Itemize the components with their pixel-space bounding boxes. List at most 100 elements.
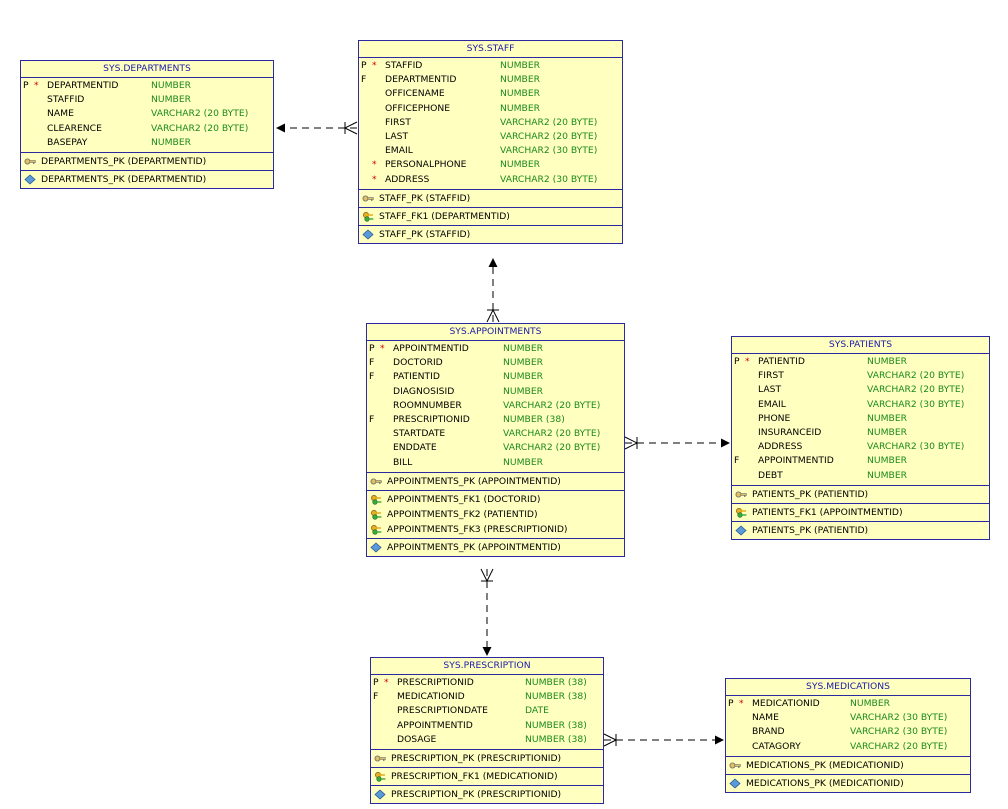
column-type: VARCHAR2 (30 BYTE) (867, 441, 965, 453)
required-marker: * (745, 356, 750, 367)
foreign-key-item[interactable]: APPOINTMENTS_FK1 (DOCTORID) (367, 492, 624, 507)
constraint-label: PATIENTS_PK (PATIENTID) (752, 488, 869, 500)
entity-title: SYS.STAFF (359, 41, 622, 58)
required-marker: * (739, 698, 744, 709)
index-item[interactable]: APPOINTMENTS_PK (APPOINTMENTID) (367, 540, 624, 555)
column-type: NUMBER (38) (525, 691, 587, 703)
primary-key-item[interactable]: APPOINTMENTS_PK (APPOINTMENTID) (367, 474, 624, 489)
primary-key-item[interactable]: STAFF_PK (STAFFID) (359, 191, 622, 206)
column-name: DIAGNOSISID (393, 385, 455, 397)
column-row[interactable]: ADDRESS VARCHAR2 (30 BYTE) (732, 440, 989, 454)
foreign-key-icon (363, 211, 374, 222)
primary-key-item[interactable]: PATIENTS_PK (PATIENTID) (732, 487, 989, 502)
foreign-key-item[interactable]: APPOINTMENTS_FK2 (PATIENTID) (367, 507, 624, 522)
foreign-key-item[interactable]: PATIENTS_FK1 (APPOINTMENTID) (732, 505, 989, 520)
foreign-key-item[interactable]: STAFF_FK1 (DEPARTMENTID) (359, 209, 622, 224)
column-type: NUMBER (503, 371, 544, 383)
foreign-key-section: STAFF_FK1 (DEPARTMENTID) (359, 208, 622, 226)
column-type: VARCHAR2 (20 BYTE) (503, 399, 601, 411)
index-section: STAFF_PK (STAFFID) (359, 226, 622, 243)
foreign-key-item[interactable]: PRESCRIPTION_FK1 (MEDICATIONID) (371, 769, 603, 784)
column-type: VARCHAR2 (30 BYTE) (850, 712, 948, 724)
column-type: VARCHAR2 (20 BYTE) (503, 428, 601, 440)
column-type: VARCHAR2 (20 BYTE) (867, 384, 965, 396)
column-name: DEBT (758, 469, 783, 481)
primary-key-section: PRESCRIPTION_PK (PRESCRIPTIONID) (371, 750, 603, 768)
index-section: DEPARTMENTS_PK (DEPARTMENTID) (21, 171, 273, 188)
column-type: VARCHAR2 (20 BYTE) (500, 116, 598, 128)
primary-key-item[interactable]: PRESCRIPTION_PK (PRESCRIPTIONID) (371, 751, 603, 766)
index-item[interactable]: DEPARTMENTS_PK (DEPARTMENTID) (21, 172, 273, 187)
constraint-label: APPOINTMENTS_FK3 (PRESCRIPTIONID) (387, 523, 568, 535)
primary-key-item[interactable]: MEDICATIONS_PK (MEDICATIONID) (726, 758, 970, 773)
column-name: APPOINTMENTID (393, 343, 469, 354)
index-item[interactable]: PATIENTS_PK (PATIENTID) (732, 523, 989, 538)
primary-key-section: PATIENTS_PK (PATIENTID) (732, 486, 989, 504)
constraint-label: MEDICATIONS_PK (MEDICATIONID) (746, 777, 904, 789)
arrowhead (715, 735, 724, 745)
column-name: ADDRESS (385, 173, 430, 185)
column-type: VARCHAR2 (20 BYTE) (151, 122, 249, 134)
index-item[interactable]: PRESCRIPTION_PK (PRESCRIPTIONID) (371, 787, 603, 802)
column-name: PRESCRIPTIONID (393, 413, 470, 425)
index-item[interactable]: MEDICATIONS_PK (MEDICATIONID) (726, 776, 970, 791)
constraint-label: PRESCRIPTION_FK1 (MEDICATIONID) (391, 770, 558, 782)
column-type: NUMBER (38) (525, 677, 587, 688)
index-diamond-icon (24, 174, 36, 185)
crowfoot (344, 121, 358, 135)
index-section: PATIENTS_PK (PATIENTID) (732, 522, 989, 539)
column-name: ADDRESS (758, 441, 803, 453)
index-item[interactable]: STAFF_PK (STAFFID) (359, 227, 622, 242)
primary-key-section: APPOINTMENTS_PK (APPOINTMENTID) (367, 473, 624, 491)
primary-key-item[interactable]: DEPARTMENTS_PK (DEPARTMENTID) (21, 154, 273, 169)
foreign-key-item[interactable]: APPOINTMENTS_FK3 (PRESCRIPTIONID) (367, 522, 624, 537)
